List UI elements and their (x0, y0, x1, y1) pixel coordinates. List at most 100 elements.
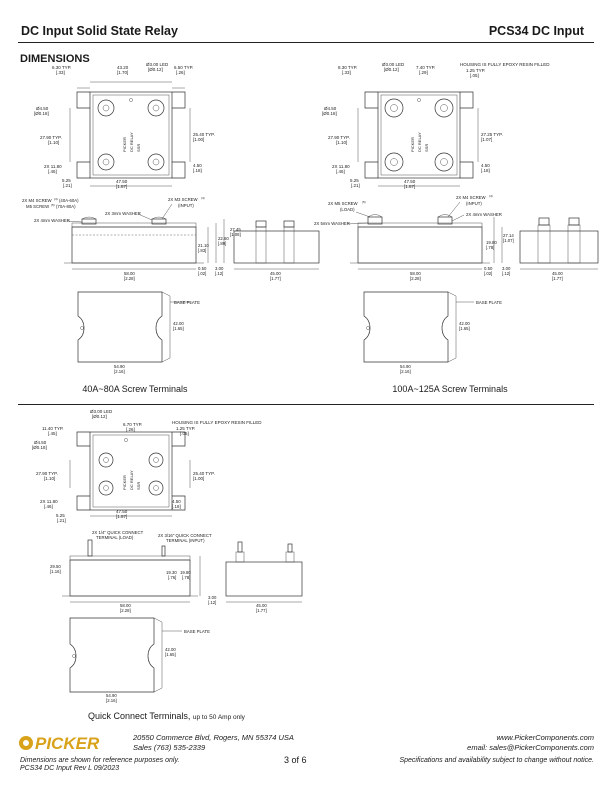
section-divider (18, 404, 594, 405)
drawing-quick-side: 2X 1/4" QUICK CONNECT TERMINAL (LOAD) 2X… (50, 530, 303, 613)
footer-address: 20550 Commerce Blvd, Rogers, MN 55374 US… (133, 733, 294, 742)
drawing-100a-top: PICKER DC RELAY SSR 8.30 TYP. [.33] Ø3.0… (322, 62, 550, 189)
svg-text:22.60: 22.60 (218, 236, 229, 241)
svg-text:27.90 TYP.: 27.90 TYP. (36, 471, 58, 476)
footer-website[interactable]: www.PickerComponents.com (496, 733, 594, 742)
svg-text:[.76]: [.76] (168, 575, 176, 580)
svg-text:[.33]: [.33] (56, 70, 65, 75)
svg-text:[Ø0.18]: [Ø0.18] (322, 111, 337, 116)
svg-text:[.26]: [.26] (176, 70, 185, 75)
page-number: 3 of 6 (284, 755, 307, 765)
drawing-40a-base: BASE PLATE 42.00 [1.65] 54.90 [2.16] (77, 291, 200, 374)
svg-text:Ø3.00 LED: Ø3.00 LED (146, 62, 169, 67)
svg-text:[.89]: [.89] (218, 241, 226, 246)
drawing-100a-side: 2X M5 SCREW (5) (LOAD) 2X 5mm WASHER 2X … (314, 194, 599, 281)
svg-text:[.78]: [.78] (182, 575, 190, 580)
svg-text:Ø4.50: Ø4.50 (36, 106, 49, 111)
svg-text:25.40 TYP.: 25.40 TYP. (193, 132, 215, 137)
svg-text:Ø4.50: Ø4.50 (324, 106, 337, 111)
svg-text:[2.28]: [2.28] (120, 608, 131, 613)
svg-text:[.18]: [.18] (481, 168, 490, 173)
svg-text:47.50: 47.50 (116, 509, 128, 514)
svg-text:[1.77]: [1.77] (552, 276, 563, 281)
svg-text:3.00: 3.00 (502, 266, 511, 271)
caption-100a-125a: 100A~125A Screw Terminals (392, 384, 508, 394)
svg-text:[.05]: [.05] (180, 431, 189, 436)
svg-text:[.26]: [.26] (126, 427, 135, 432)
svg-text:27.14: 27.14 (503, 233, 514, 238)
footer-email[interactable]: email: sales@PickerComponents.com (467, 743, 594, 752)
svg-text:[1.10]: [1.10] (48, 140, 59, 145)
svg-text:11.40 TYP.: 11.40 TYP. (42, 426, 64, 431)
svg-text:[2.16]: [2.16] (114, 369, 125, 374)
drawing-quick-base: BASE PLATE 42.00 [1.65] 54.90 [2.16] (69, 617, 210, 703)
svg-text:2X 3mm WASHER: 2X 3mm WASHER (105, 211, 141, 216)
svg-text:1.25 TYP.: 1.25 TYP. (176, 426, 195, 431)
svg-text:0.50: 0.50 (484, 266, 493, 271)
svg-text:TERMINAL (INPUT): TERMINAL (INPUT) (166, 538, 205, 543)
footer-disclaimer-specs: Specifications and availability subject … (399, 757, 594, 764)
drawing-quick-top: PICKER DC RELAY SSR Ø3.00 LED [Ø0.12] 11… (32, 409, 262, 523)
svg-text:[1.08]: [1.08] (230, 232, 241, 237)
svg-text:2X 11.80: 2X 11.80 (332, 164, 350, 169)
relay-label-line1: PICKER (122, 137, 127, 152)
svg-text:2X 11.80: 2X 11.80 (44, 164, 62, 169)
svg-text:(5): (5) (362, 200, 366, 204)
svg-text:[2.16]: [2.16] (106, 698, 117, 703)
header-right-title: PCS34 DC Input (488, 24, 584, 38)
svg-text:2X 5mm WASHER: 2X 5mm WASHER (314, 221, 350, 226)
svg-text:HOUSING IS FULLY EPOXY RESIN F: HOUSING IS FULLY EPOXY RESIN FILLED (460, 62, 550, 67)
base-plate-label-40a: BASE PLATE (174, 300, 200, 305)
svg-text:[.05]: [.05] (470, 73, 479, 78)
svg-text:54.90: 54.90 (400, 364, 411, 369)
svg-text:25.40 TYP.: 25.40 TYP. (193, 471, 215, 476)
svg-text:27.45: 27.45 (230, 227, 241, 232)
svg-text:2X M3 SCREW: 2X M3 SCREW (168, 197, 199, 202)
svg-text:8.30 TYP.: 8.30 TYP. (338, 65, 357, 70)
svg-text:[1.70]: [1.70] (117, 70, 128, 75)
svg-text:58.00: 58.00 (124, 271, 135, 276)
footer-revision: PCS34 DC Input Rev L 09/2023 (20, 765, 120, 772)
footer-sales: Sales (763) 535-2339 (133, 743, 206, 752)
svg-text:45.00: 45.00 (270, 271, 281, 276)
header-rule (18, 42, 594, 43)
base-plate-label-quick: BASE PLATE (184, 629, 210, 634)
svg-text:[1.00]: [1.00] (193, 137, 204, 142)
svg-text:6.30 TYP.: 6.30 TYP. (52, 65, 71, 70)
svg-text:[.33]: [.33] (342, 70, 351, 75)
relay-label-line3: SSR (136, 144, 141, 152)
svg-text:19.30: 19.30 (166, 570, 177, 575)
svg-text:(LOAD): (LOAD) (340, 207, 355, 212)
svg-text:[Ø0.18]: [Ø0.18] (34, 111, 49, 116)
svg-text:[1.07]: [1.07] (503, 238, 514, 243)
svg-text:1.25 TYP.: 1.25 TYP. (466, 68, 485, 73)
svg-text:HOUSING IS FULLY EPOXY RESIN F: HOUSING IS FULLY EPOXY RESIN FILLED (172, 420, 262, 425)
svg-text:21.10: 21.10 (198, 243, 209, 248)
svg-text:[.02]: [.02] (198, 271, 206, 276)
svg-text:[.02]: [.02] (484, 271, 492, 276)
svg-text:58.00: 58.00 (120, 603, 131, 608)
svg-text:[.21]: [.21] (351, 183, 360, 188)
svg-text:19.80: 19.80 (180, 570, 191, 575)
svg-text:[.46]: [.46] (48, 169, 57, 174)
svg-text:5.25: 5.25 (350, 178, 359, 183)
svg-text:[Ø0.12]: [Ø0.12] (148, 67, 163, 72)
svg-text:PICKER: PICKER (35, 734, 100, 753)
svg-text:45.00: 45.00 (552, 271, 563, 276)
svg-text:47.50: 47.50 (404, 179, 416, 184)
svg-text:[.18]: [.18] (172, 504, 181, 509)
svg-text:6.70 TYP.: 6.70 TYP. (123, 422, 142, 427)
svg-text:54.90: 54.90 (106, 693, 117, 698)
relay-label-line2: DC RELAY (129, 132, 134, 152)
svg-text:Ø3.00 LED: Ø3.00 LED (90, 409, 113, 414)
svg-text:42.00: 42.00 (173, 321, 184, 326)
svg-text:27.90 TYP.: 27.90 TYP. (40, 135, 62, 140)
svg-text:Ø4.50: Ø4.50 (34, 440, 47, 445)
svg-text:PICKER: PICKER (122, 475, 127, 490)
svg-text:2X 4mm WASHER: 2X 4mm WASHER (466, 212, 502, 217)
svg-text:54.90: 54.90 (114, 364, 125, 369)
svg-text:(4): (4) (489, 194, 493, 198)
svg-text:42.00: 42.00 (165, 647, 176, 652)
svg-text:[1.16]: [1.16] (50, 569, 61, 574)
svg-text:[.46]: [.46] (44, 504, 53, 509)
